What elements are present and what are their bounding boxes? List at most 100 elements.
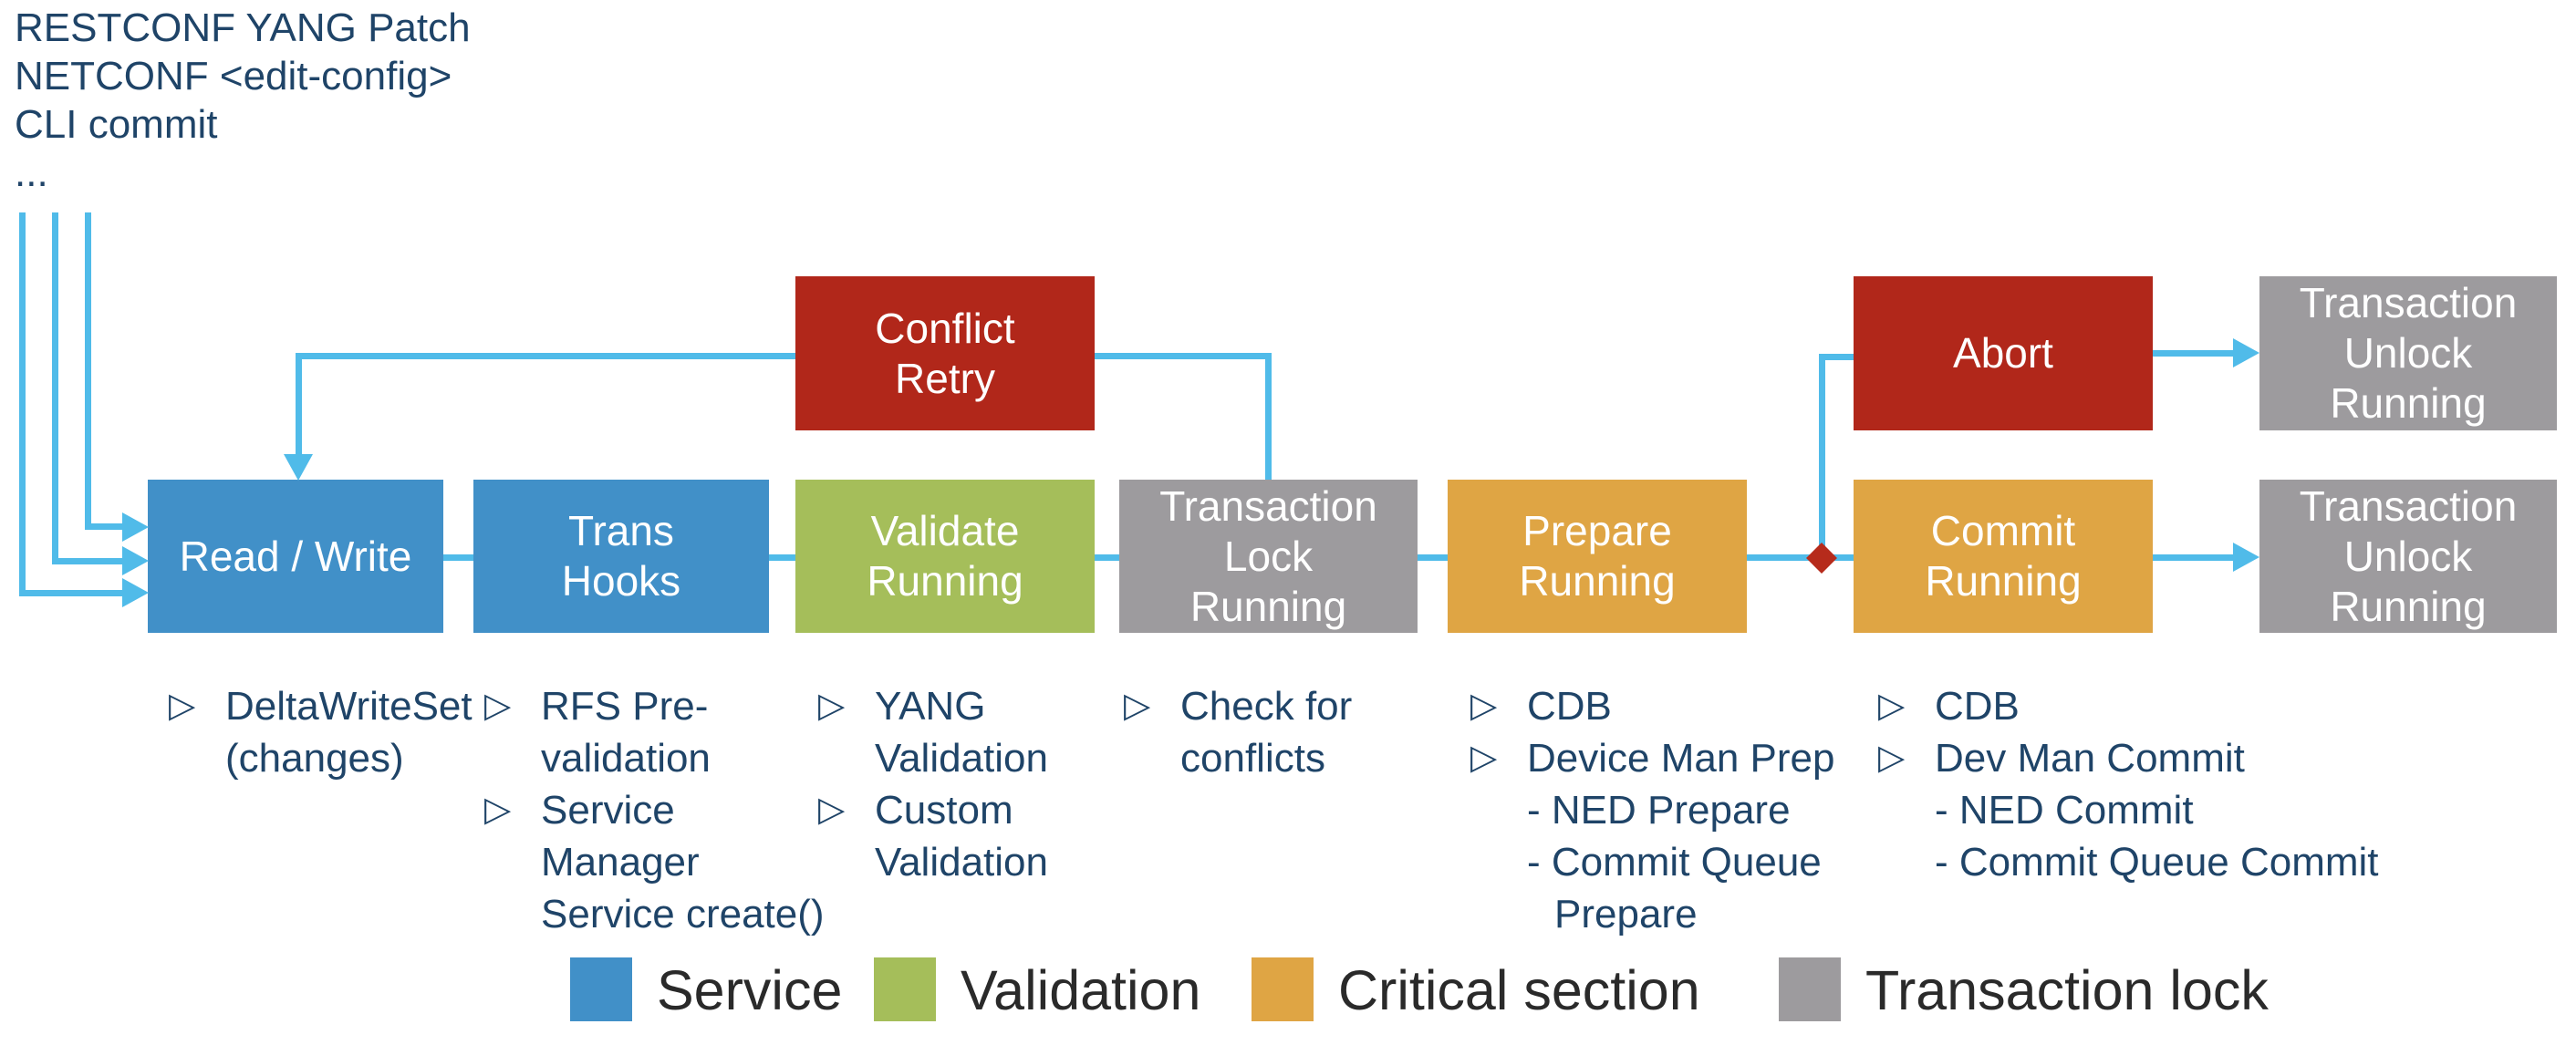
triangle-bullet-icon: ▷ [818, 687, 846, 725]
northbound-api-item: RESTCONF YANG Patch [15, 5, 471, 50]
fanin-line [19, 212, 26, 594]
bullet-indent-spacer [484, 836, 541, 888]
triangle-bullet-icon: ▷ [1878, 739, 1906, 777]
triangle-bullet-icon: ▷ [818, 791, 846, 829]
bullet-indent-spacer [1124, 732, 1180, 784]
legend-swatch-icon [1779, 957, 1841, 1021]
note-line: ▷ Custom [818, 784, 1048, 836]
box-label: Running [1519, 557, 1676, 605]
triangle-bullet-icon: ▷ [484, 687, 512, 725]
note-text: Validation [875, 840, 1048, 885]
fanin-line [85, 212, 91, 527]
note-text: CDB [1527, 684, 1612, 729]
note-text: DeltaWriteSet [225, 684, 473, 729]
fanin-line [52, 558, 122, 564]
box-label: Running [867, 557, 1023, 605]
legend-swatch-icon [1252, 957, 1314, 1021]
legend-label: Service [657, 959, 843, 1021]
note-text: YANG [875, 684, 986, 729]
arrowhead-icon [284, 454, 313, 481]
legend-swatch-icon [874, 957, 936, 1021]
note-line: - Commit Queue [1470, 836, 1834, 888]
note-line: validation [484, 732, 825, 784]
bullet-indent-spacer [484, 732, 541, 784]
flow-line [443, 554, 473, 561]
retry-loop-line [1265, 353, 1272, 480]
bullet-indent-spacer [818, 836, 875, 888]
note-line: ▷Check for [1124, 680, 1352, 732]
box-label: Abort [1953, 329, 2053, 377]
decision-diamond-icon [1806, 543, 1837, 574]
note-text: Manager [541, 840, 700, 885]
box-label: Unlock [2343, 329, 2473, 377]
northbound-api-item: CLI commit [15, 102, 218, 147]
abort-branch-line [1819, 354, 1854, 360]
note-text: Service create() [541, 892, 825, 936]
arrowhead-icon [122, 512, 149, 542]
note-line: ▷Device Man Prep [1470, 732, 1834, 784]
box-label: Unlock [2343, 532, 2473, 580]
note-line: ▷ YANG [818, 680, 1048, 732]
flow-line [1418, 554, 1448, 561]
note-text: Prepare [1554, 892, 1698, 936]
bullet-indent-spacer [169, 732, 225, 784]
unlock-arrow-line [2153, 554, 2233, 561]
box-label: Commit [1930, 507, 2076, 554]
bullet-indent-spacer [1878, 836, 1935, 888]
legend-label: Validation [961, 959, 1201, 1021]
box-label: Running [1925, 557, 2082, 605]
box-label: Conflict [875, 304, 1015, 352]
box-label: Retry [895, 354, 995, 402]
bullet-indent-spacer [1878, 784, 1935, 836]
note-text: Custom [875, 788, 1013, 833]
note-line: ▷RFS Pre- [484, 680, 825, 732]
note-text: Device Man Prep [1527, 736, 1835, 781]
arrowhead-icon [2233, 543, 2259, 572]
legend-label: Critical section [1338, 959, 1700, 1021]
box-read-write: Read / Write [148, 480, 443, 633]
note-line: ▷CDB [1878, 680, 2379, 732]
fanin-line [19, 590, 122, 596]
box-label: Transaction [1159, 481, 1377, 530]
note-text: conflicts [1180, 736, 1325, 781]
note-text: Service [541, 788, 675, 833]
bullet-indent-spacer [818, 732, 875, 784]
box-label: Hooks [561, 557, 681, 605]
note-text: Dev Man Commit [1935, 736, 2245, 781]
box-label: Prepare [1522, 507, 1672, 554]
note-line: conflicts [1124, 732, 1352, 784]
unlock-arrow-line [2153, 350, 2233, 357]
triangle-bullet-icon: ▷ [484, 791, 512, 829]
arrowhead-icon [2233, 338, 2259, 367]
note-text: - Commit Queue Commit [1935, 840, 2379, 885]
box-label: Lock [1223, 532, 1314, 580]
note-line: ▷ Dev Man Commit [1878, 732, 2379, 784]
retry-loop-line [296, 353, 302, 456]
northbound-api-item: NETCONF <edit-config> [15, 54, 452, 98]
dash-indent-spacer [1527, 888, 1554, 940]
notes-read-write: ▷DeltaWriteSet(changes) [169, 680, 473, 784]
triangle-bullet-icon: ▷ [169, 687, 196, 725]
notes-prepare-running: ▷CDB▷Device Man Prep- NED Prepare- Commi… [1470, 680, 1834, 940]
box-label: Validate [870, 507, 1020, 554]
box-label: Running [2330, 582, 2487, 630]
note-text: CDB [1935, 684, 2020, 729]
arrowhead-icon [122, 546, 149, 575]
box-label: Running [1189, 582, 1347, 630]
northbound-api-item: ... [15, 150, 48, 195]
note-text: Check for [1180, 684, 1353, 729]
note-line: ▷CDB [1470, 680, 1834, 732]
note-line: Service create() [484, 888, 825, 940]
box-label: Running [2330, 379, 2487, 427]
